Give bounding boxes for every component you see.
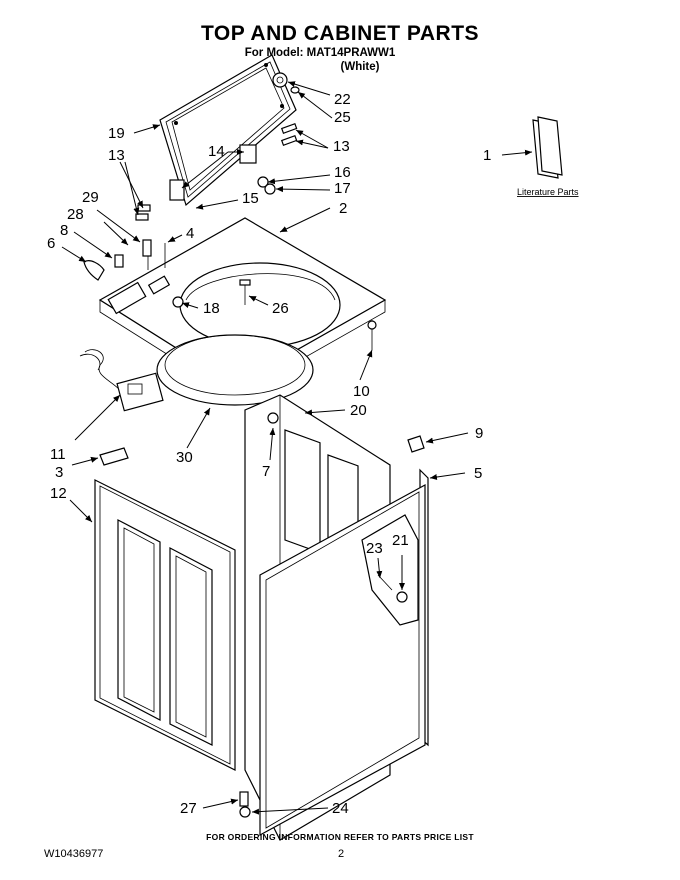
callout-16: 16 <box>334 164 351 181</box>
fasteners <box>83 239 377 350</box>
callout-22: 22 <box>334 91 351 108</box>
callout-11: 11 <box>50 446 66 463</box>
callout-8: 8 <box>60 222 68 239</box>
callout-28: 28 <box>67 206 84 223</box>
callout-3: 3 <box>55 464 63 481</box>
ordering-note: FOR ORDERING INFORMATION REFER TO PARTS … <box>206 832 474 842</box>
top-panel <box>98 217 387 398</box>
callout-20: 20 <box>350 402 367 419</box>
callout-1: 1 <box>483 147 491 164</box>
front-panel <box>94 479 236 771</box>
lid <box>159 54 297 207</box>
callout-12: 12 <box>50 485 67 502</box>
callout-23: 23 <box>366 540 383 557</box>
tub-ring <box>156 334 314 406</box>
callout-13-right: 13 <box>333 138 350 155</box>
callout-7: 7 <box>262 463 270 480</box>
callout-27: 27 <box>180 800 197 817</box>
callout-13-left: 13 <box>108 147 125 164</box>
color-line: (White) <box>340 61 380 73</box>
small-parts <box>99 435 425 818</box>
callout-25: 25 <box>334 109 351 126</box>
callout-24: 24 <box>332 800 349 817</box>
hinge-parts <box>135 72 300 221</box>
side-panel <box>259 483 426 837</box>
callout-14: 14 <box>208 143 225 160</box>
callout-19: 19 <box>108 125 125 142</box>
callout-26: 26 <box>272 300 289 317</box>
callout-10: 10 <box>353 383 370 400</box>
switch-harness <box>79 349 164 412</box>
callout-29: 29 <box>82 189 99 206</box>
page-title: TOP AND CABINET PARTS <box>200 22 480 45</box>
leader-lines <box>61 81 533 815</box>
callout-9: 9 <box>475 425 483 442</box>
callout-5: 5 <box>474 465 482 482</box>
literature-parts-label: Literature Parts <box>517 187 579 197</box>
callout-4: 4 <box>186 225 194 242</box>
callout-17: 17 <box>334 180 351 197</box>
callout-30: 30 <box>176 449 193 466</box>
callout-21: 21 <box>392 532 409 549</box>
document-number: W10436977 <box>44 848 104 860</box>
callout-labels: 1 2 3 4 5 6 7 8 9 10 11 12 13 13 14 15 1… <box>47 91 579 817</box>
callout-18: 18 <box>203 300 220 317</box>
model-line: For Model: MAT14PRAWW1 <box>244 47 396 59</box>
callout-15: 15 <box>242 190 259 207</box>
callout-2: 2 <box>339 200 347 217</box>
page-number: 2 <box>338 848 345 860</box>
callout-6: 6 <box>47 235 55 252</box>
literature-booklet <box>532 116 563 179</box>
